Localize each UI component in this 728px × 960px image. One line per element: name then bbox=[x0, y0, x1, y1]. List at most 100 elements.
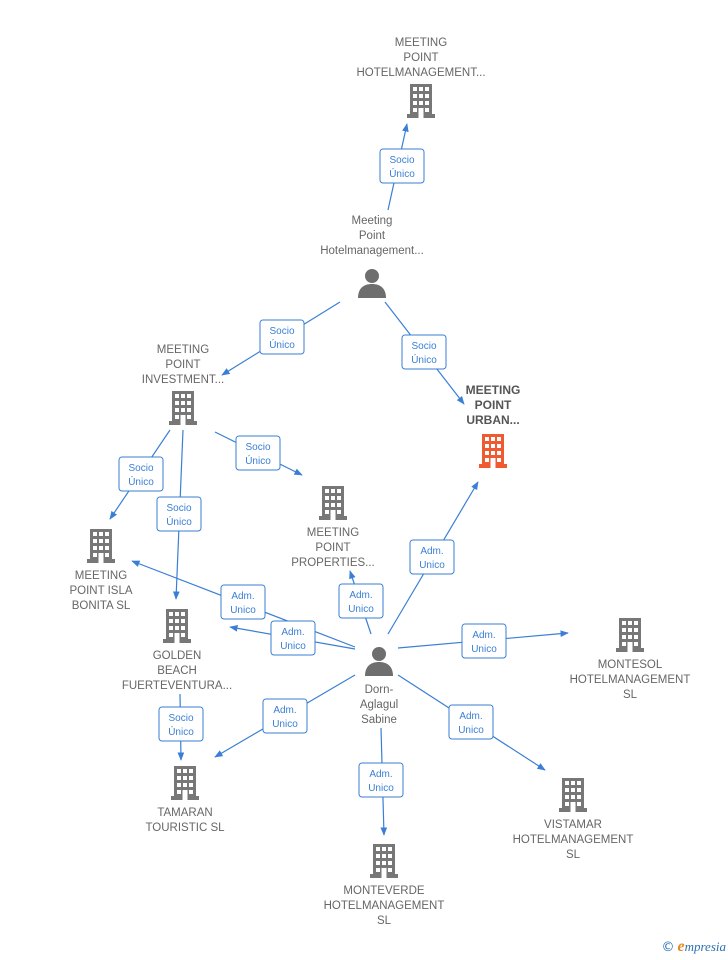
node-mp_hotel_top[interactable]: MEETING POINT HOTELMANAGEMENT... bbox=[356, 37, 486, 118]
edge-label-box[interactable]: Adm.Unico bbox=[409, 539, 455, 575]
edge-dorn-to-mp_properties: Adm.Unico bbox=[338, 570, 384, 635]
edge-label-box[interactable]: Adm.Unico bbox=[358, 762, 404, 798]
brand-logo-initial: e bbox=[677, 938, 685, 955]
node-label-line[interactable]: Meeting bbox=[352, 215, 393, 227]
node-tamaran[interactable]: TAMARAN TOURISTIC SL bbox=[145, 766, 225, 834]
node-label-line[interactable]: BEACH bbox=[157, 665, 197, 677]
edge-label-line: Único bbox=[128, 475, 154, 488]
node-label-line[interactable]: BONITA SL bbox=[72, 600, 131, 612]
node-label-line[interactable]: SL bbox=[566, 849, 581, 861]
edge-dorn-to-mp_urban: Adm.Unico bbox=[387, 481, 479, 635]
edge-label-frame bbox=[338, 583, 384, 619]
person-icon[interactable] bbox=[365, 647, 393, 676]
edge-label-line: Unico bbox=[230, 605, 256, 616]
node-label-line[interactable]: FUERTEVENTURA... bbox=[122, 680, 232, 692]
node-label-line[interactable]: URBAN... bbox=[466, 413, 519, 427]
node-monteverde[interactable]: MONTEVERDE HOTELMANAGEMENT SL bbox=[324, 844, 445, 927]
node-vistamar[interactable]: VISTAMAR HOTELMANAGEMENT SL bbox=[513, 778, 634, 861]
building-icon[interactable] bbox=[169, 391, 197, 425]
node-label-line[interactable]: SL bbox=[623, 689, 638, 701]
node-label-line[interactable]: INVESTMENT... bbox=[142, 374, 224, 386]
edge-label-frame bbox=[358, 762, 404, 798]
building-icon[interactable] bbox=[616, 618, 644, 652]
edge-label-box[interactable]: Adm. Unico bbox=[220, 584, 266, 620]
person-icon[interactable] bbox=[358, 269, 386, 298]
node-montesol[interactable]: MONTESOL HOTELMANAGEMENT SL bbox=[570, 618, 691, 701]
node-label-line[interactable]: PROPERTIES... bbox=[291, 557, 375, 569]
edge-label-frame bbox=[262, 698, 308, 734]
node-label-line[interactable]: MEETING bbox=[75, 570, 127, 582]
building-icon[interactable] bbox=[87, 529, 115, 563]
node-label-line[interactable]: Sabine bbox=[361, 714, 397, 726]
node-label-line[interactable]: Dorn- bbox=[365, 684, 394, 696]
building-icon[interactable] bbox=[370, 844, 398, 878]
node-label-line[interactable]: Aglagul bbox=[360, 699, 398, 711]
edge-label-frame bbox=[156, 496, 202, 532]
node-label-line[interactable]: HOTELMANAGEMENT bbox=[513, 834, 634, 846]
node-label-line[interactable]: TAMARAN bbox=[157, 807, 212, 819]
building-icon[interactable] bbox=[163, 609, 191, 643]
edge-label-box[interactable]: Adm.Unico bbox=[448, 704, 494, 740]
node-mp_isla_bonita[interactable]: MEETING POINT ISLA BONITA SL bbox=[69, 529, 133, 612]
edge-label-line: Único bbox=[168, 725, 194, 738]
edge-label-frame bbox=[448, 704, 494, 740]
node-label-line[interactable]: Point bbox=[359, 230, 386, 242]
edge-label-box[interactable]: Adm.Unico bbox=[338, 583, 384, 619]
edge-label-line: Unico bbox=[368, 783, 394, 794]
node-golden_beach[interactable]: GOLDEN BEACH FUERTEVENTURA... bbox=[122, 609, 232, 692]
node-label-line[interactable]: POINT bbox=[475, 398, 512, 412]
building-icon[interactable] bbox=[407, 84, 435, 118]
building-icon[interactable] bbox=[559, 778, 587, 812]
node-label-line[interactable]: SL bbox=[377, 915, 392, 927]
node-label-line[interactable]: MEETING bbox=[157, 344, 209, 356]
node-label-line[interactable]: MEETING bbox=[395, 37, 447, 49]
edge-label-line: Unico bbox=[280, 641, 306, 652]
node-label-line[interactable]: MEETING bbox=[307, 527, 359, 539]
node-label-line[interactable]: VISTAMAR bbox=[544, 819, 602, 831]
node-mp_properties[interactable]: MEETING POINT PROPERTIES... bbox=[291, 486, 375, 569]
node-label-line[interactable]: TOURISTIC SL bbox=[145, 822, 225, 834]
node-mp_hotel_person[interactable]: MeetingPointHotelmanagement... bbox=[320, 215, 424, 298]
edge-label-box[interactable]: Adm.Unico bbox=[270, 620, 316, 656]
node-label-line[interactable]: Hotelmanagement... bbox=[320, 245, 424, 257]
node-label-line[interactable]: POINT ISLA bbox=[69, 585, 132, 597]
node-label-line[interactable]: MONTESOL bbox=[598, 659, 663, 671]
edge-label-line: Adm. bbox=[420, 546, 443, 557]
edge-dorn-to-montesol: Adm.Unico bbox=[397, 623, 569, 659]
node-label-line[interactable]: POINT bbox=[403, 52, 438, 64]
edge-dorn-to-vistamar: Adm.Unico bbox=[397, 674, 546, 771]
edge-label-line: Socio bbox=[166, 503, 191, 514]
edge-label-frame bbox=[118, 456, 164, 492]
building-icon[interactable] bbox=[479, 434, 507, 468]
edge-dorn-to-mp_isla_bonita: Adm. Unico bbox=[131, 560, 356, 648]
node-label-line[interactable]: HOTELMANAGEMENT bbox=[324, 900, 445, 912]
node-mp_urban[interactable]: MEETINGPOINTURBAN... bbox=[466, 383, 521, 468]
node-label-line[interactable]: MEETING bbox=[466, 383, 521, 397]
edge-label-box[interactable]: Adm.Unico bbox=[461, 623, 507, 659]
node-label-line[interactable]: GOLDEN bbox=[153, 650, 202, 662]
edge-label-line: Adm. bbox=[231, 591, 254, 602]
node-label-line[interactable]: HOTELMANAGEMENT bbox=[570, 674, 691, 686]
edge-label-frame bbox=[379, 148, 425, 184]
edge-label-box[interactable]: Adm.Unico bbox=[262, 698, 308, 734]
node-mp_investment[interactable]: MEETING POINT INVESTMENT... bbox=[142, 344, 224, 425]
node-label-line[interactable]: POINT bbox=[315, 542, 350, 554]
building-icon[interactable] bbox=[319, 486, 347, 520]
node-label-line[interactable]: HOTELMANAGEMENT... bbox=[356, 67, 485, 79]
node-label-line[interactable]: POINT bbox=[165, 359, 200, 371]
node-label-line[interactable]: MONTEVERDE bbox=[343, 885, 424, 897]
building-icon[interactable] bbox=[171, 766, 199, 800]
